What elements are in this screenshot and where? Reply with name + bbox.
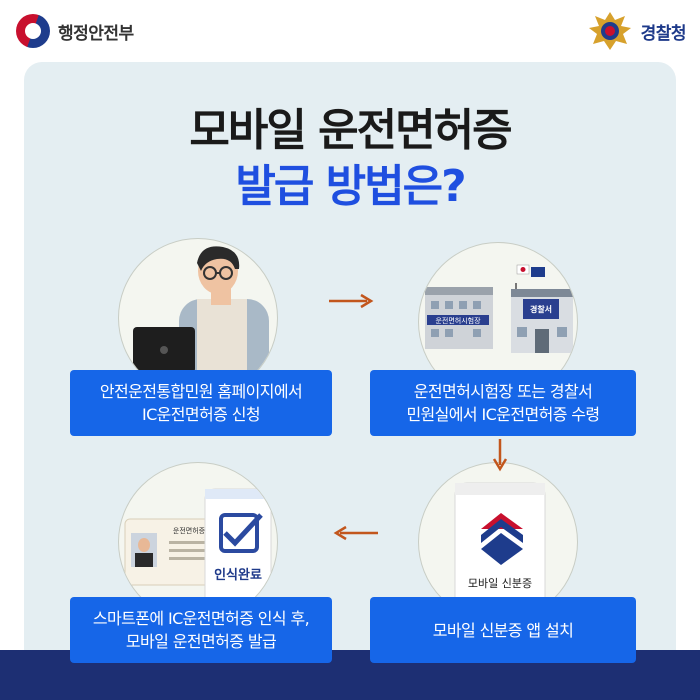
police-emblem-icon [588, 12, 631, 50]
title-line-1: 모바일 운전면허증 [189, 105, 512, 156]
police-logo: 경찰청 [585, 8, 687, 54]
license-card-title: 운전면허증 [173, 526, 206, 535]
police-name: 경찰청 [640, 23, 687, 44]
title-line-2: 발급 방법은? [235, 161, 466, 212]
step2-line2: 민원실에서 IC운전면허증 수령 [406, 405, 600, 424]
step1-label: 안전운전통합민원 홈페이지에서 IC운전면허증 신청 [70, 370, 332, 436]
exam-center-sign: 운전면허시험장 [435, 316, 481, 325]
step1-line1: 안전운전통합민원 홈페이지에서 [99, 382, 303, 401]
mois-name: 행정안전부 [58, 23, 134, 44]
step4-illustration: 운전면허증 인식완료 [118, 462, 278, 622]
buildings-icon: 운전면허시험장 경찰서 [425, 264, 573, 353]
arrow-right-icon [329, 293, 374, 309]
header: 행정안전부 경찰청 [0, 0, 700, 62]
step4-label: 스마트폰에 IC운전면허증 인식 후, 모바일 운전면허증 발급 [70, 597, 332, 663]
arrow-down-icon [492, 439, 508, 472]
mois-logo: 행정안전부 [16, 14, 134, 48]
taegeuk-emblem-icon [16, 14, 50, 48]
step1-line2: IC운전면허증 신청 [141, 405, 261, 424]
police-station-sign: 경찰서 [530, 304, 552, 314]
step2-label: 운전면허시험장 또는 경찰서 민원실에서 IC운전면허증 수령 [370, 370, 636, 436]
recognition-done-text: 인식완료 [214, 567, 262, 583]
step3-illustration: 모바일 신분증 [418, 462, 578, 622]
step4-line2: 모바일 운전면허증 발급 [125, 632, 277, 651]
step3-line1: 모바일 신분증 앱 설치 [432, 620, 574, 640]
step2-line1: 운전면허시험장 또는 경찰서 [413, 382, 593, 401]
license-recognition-icon: 운전면허증 인식완료 [124, 488, 272, 610]
step3-label: 모바일 신분증 앱 설치 [370, 597, 636, 663]
app-name-text: 모바일 신분증 [468, 576, 532, 590]
mobile-id-app-icon: 모바일 신분증 [454, 482, 546, 621]
arrow-left-icon [333, 525, 378, 541]
step4-line1: 스마트폰에 IC운전면허증 인식 후, [92, 609, 310, 628]
